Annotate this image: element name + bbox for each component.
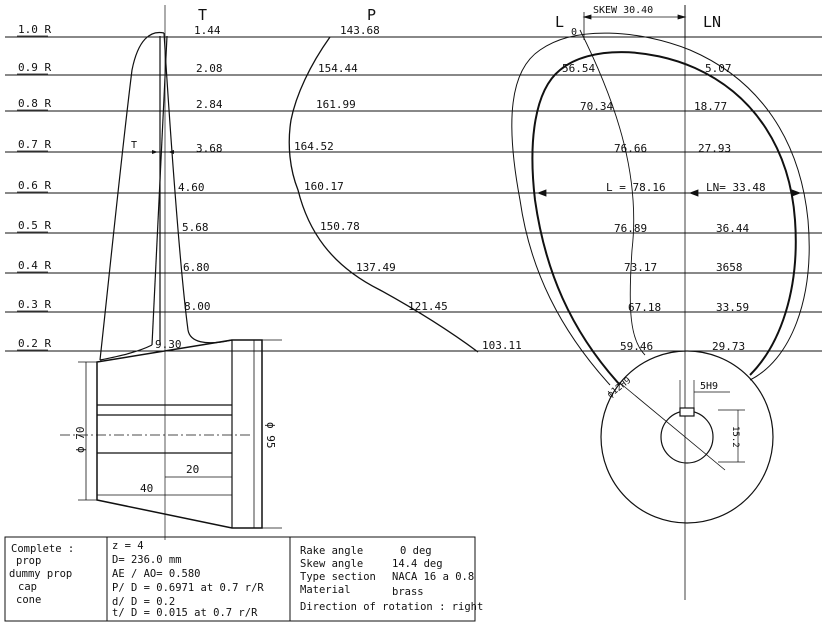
spec-property-label: Type section	[300, 571, 376, 583]
spec-property-value: NACA 16 a 0.8	[392, 571, 474, 583]
chord-ln-value: 33.59	[716, 301, 749, 314]
chord-ln-value: 5.07	[705, 62, 732, 75]
blade-outline	[511, 5, 810, 600]
chord-l-value: L = 78.16	[606, 181, 666, 194]
spec-property-label: Rake angle	[300, 545, 363, 557]
radius-label: 0.9 R	[18, 61, 51, 74]
pitch-curve	[288, 36, 479, 353]
spec-component: dummy prop	[9, 568, 72, 580]
chord-l-value: 73.17	[624, 261, 657, 274]
hub-length-b: 40	[140, 482, 153, 495]
pitch-value: 154.44	[318, 62, 358, 75]
svg-text:T: T	[131, 140, 137, 151]
skew-label: SKEW 30.40	[593, 5, 653, 16]
hub-bore-dim: ϕ 70	[74, 427, 87, 454]
radius-label: 0.4 R	[18, 259, 51, 272]
keyway-depth-label: 15.2	[730, 426, 740, 448]
spec-property-value: brass	[392, 586, 424, 598]
hub-length-a: 20	[186, 463, 199, 476]
thickness-header: T	[198, 6, 207, 24]
chord-l-values: 56.54 70.34 76.66 L = 78.16 76.89 73.17 …	[562, 62, 666, 353]
thickness-value: 6.80	[183, 261, 210, 274]
spec-property-label: Skew angle	[300, 558, 363, 570]
chord-l-value: 76.89	[614, 222, 647, 235]
chord-ln-value: 27.93	[698, 142, 731, 155]
thickness-values: 1.44 2.08 2.84 3.68 4.60 5.68 6.80 8.00 …	[155, 24, 223, 351]
thickness-value: 5.68	[182, 221, 209, 234]
spec-geometry-line: P/ D = 0.6971 at 0.7 r/R	[112, 582, 264, 594]
spec-geometry-line: D= 236.0 mm	[112, 554, 182, 566]
pitch-values: 143.68 154.44 161.99 164.52 160.17 150.7…	[294, 24, 522, 352]
chord-l-value: 59.46	[620, 340, 653, 353]
pitch-value: 121.45	[408, 300, 448, 313]
spec-geometry-line: d/ D = 0.2	[112, 596, 175, 608]
pitch-value: 137.49	[356, 261, 396, 274]
chord-leading-header: L	[555, 13, 564, 31]
spec-geometry: z = 4 D= 236.0 mm AE / AO= 0.580 P/ D = …	[112, 540, 264, 619]
radius-label: 0.3 R	[18, 298, 51, 311]
thickness-marker: T	[131, 140, 192, 154]
thickness-value: 9.30	[155, 338, 182, 351]
spec-component: cone	[16, 594, 41, 606]
chord-l-value: 76.66	[614, 142, 647, 155]
spec-property-value: 14.4 deg	[392, 558, 443, 570]
thickness-value: 4.60	[178, 181, 205, 194]
thickness-value: 2.84	[196, 98, 223, 111]
radius-label: 0.7 R	[18, 138, 51, 151]
spec-component: prop	[16, 555, 41, 567]
thickness-value: 1.44	[194, 24, 221, 37]
blade-side-view	[99, 31, 233, 361]
spec-rotation: Direction of rotation : right	[300, 601, 483, 613]
spec-component: Complete :	[11, 543, 74, 555]
pitch-value: 143.68	[340, 24, 380, 37]
pitch-header: P	[367, 6, 376, 24]
spec-properties: Rake angle 0 deg Skew angle 14.4 deg Typ…	[300, 545, 483, 613]
chord-trailing-header: LN	[703, 13, 721, 31]
chord-ln-value: 3658	[716, 261, 743, 274]
hub-outer-dim: ϕ 95	[264, 422, 277, 449]
spec-geometry-line: AE / AO= 0.580	[112, 568, 201, 580]
hub-side-view	[60, 339, 282, 529]
chord-ln-value: 36.44	[716, 222, 749, 235]
spec-property-value: 0 deg	[400, 545, 432, 557]
pitch-value: 150.78	[320, 220, 360, 233]
chord-ln-value: 18.77	[694, 100, 727, 113]
spec-component: cap	[18, 581, 37, 593]
radius-label-underlines	[17, 35, 48, 351]
radius-label: 0.6 R	[18, 179, 51, 192]
thickness-value: 2.08	[196, 62, 223, 75]
pitch-value: 103.11	[482, 339, 522, 352]
keyway-width-label: 5H9	[700, 381, 718, 392]
chord-l-value: 56.54	[562, 62, 595, 75]
chord-ln-value: 29.73	[712, 340, 745, 353]
spec-geometry-line: z = 4	[112, 540, 144, 552]
radius-label: 0.5 R	[18, 219, 51, 232]
spec-geometry-line: t/ D = 0.015 at 0.7 r/R	[112, 607, 258, 619]
pitch-value: 161.99	[316, 98, 356, 111]
chord-ln-value: LN= 33.48	[706, 181, 766, 194]
spec-components: Complete : prop dummy prop cap cone	[9, 543, 74, 606]
hub-bore-label: ϕ12H9	[606, 376, 634, 401]
chord-ln-values: 5.07 18.77 27.93 LN= 33.48 36.44 3658 33…	[694, 62, 766, 353]
chord-l-value: 70.34	[580, 100, 613, 113]
pitch-value: 164.52	[294, 140, 334, 153]
radius-label: 1.0 R	[18, 23, 51, 36]
spec-property-label: Material	[300, 584, 351, 596]
thickness-value: 3.68	[196, 142, 223, 155]
thickness-value: 8.00	[184, 300, 211, 313]
chord-l-value: 67.18	[628, 301, 661, 314]
spec-table	[4, 536, 476, 622]
radius-label: 0.2 R	[18, 337, 51, 350]
leading-origin-label: 0	[571, 27, 577, 38]
radius-label-group: 1.0 R 0.9 R 0.8 R 0.7 R 0.6 R 0.5 R 0.4 …	[18, 23, 51, 350]
hub-section	[600, 350, 774, 524]
pitch-value: 160.17	[304, 180, 344, 193]
chord-arrows	[536, 189, 802, 197]
radius-label: 0.8 R	[18, 97, 51, 110]
